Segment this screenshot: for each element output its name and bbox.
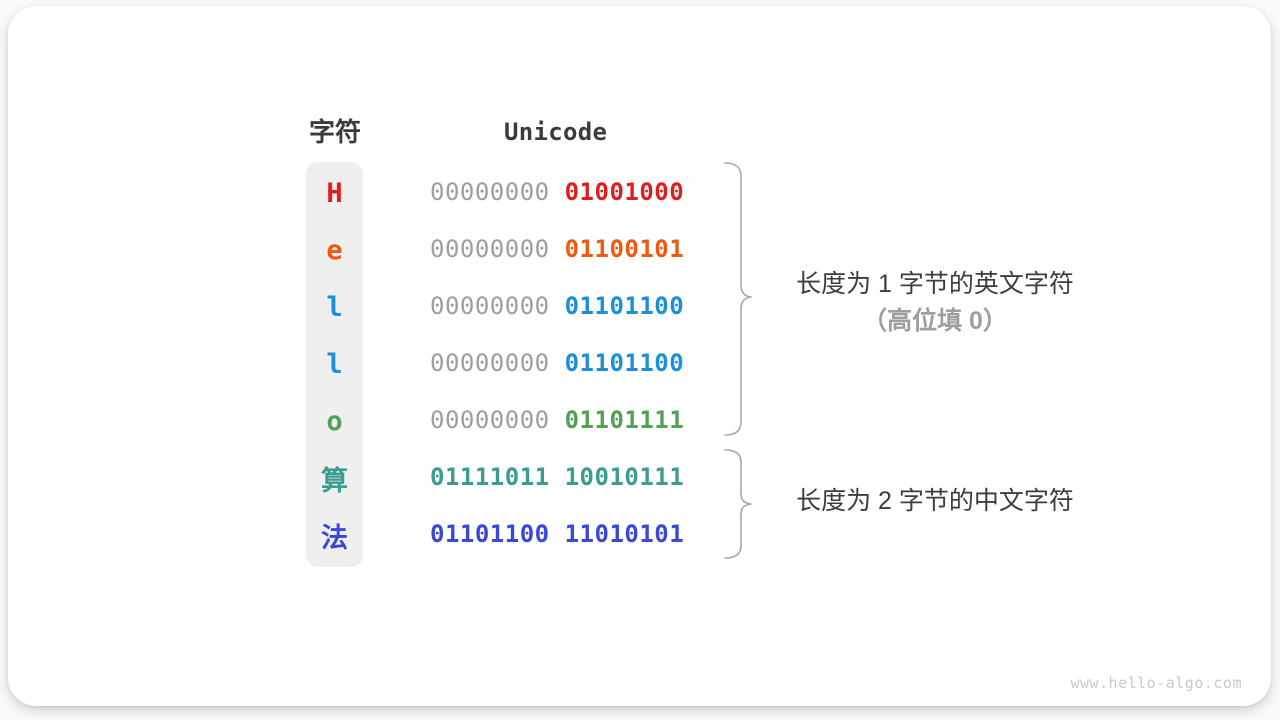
high-byte: 00000000: [430, 234, 550, 263]
brace-chinese-group: [724, 449, 752, 559]
binary-row-l2: 00000000 01101100: [430, 334, 684, 391]
high-byte: 00000000: [430, 348, 550, 377]
low-byte: 01001000: [564, 177, 685, 206]
binary-row-fa: 01101100 11010101: [430, 505, 684, 562]
brace-path: [724, 162, 752, 436]
watermark: www.hello-algo.com: [1070, 674, 1242, 692]
brace-english-group: [724, 162, 752, 436]
low-byte: 01101100: [564, 291, 685, 320]
high-byte: 00000000: [430, 291, 550, 320]
binary-row-h: 00000000 01001000: [430, 163, 684, 220]
annotation-chinese-line1: 长度为 2 字节的中文字符: [796, 487, 1074, 515]
unicode-column: 00000000 01001000 00000000 01100101 0000…: [430, 163, 684, 562]
annotation-english-line1: 长度为 1 字节的英文字符: [796, 270, 1074, 298]
low-byte: 01101111: [564, 405, 685, 434]
brace-path: [724, 449, 752, 559]
high-byte: 01101100: [430, 519, 550, 548]
char-cell-suan: 算: [321, 466, 348, 497]
char-cell-l1: l: [326, 292, 343, 323]
low-byte: 01101100: [564, 348, 685, 377]
high-byte: 00000000: [430, 177, 550, 206]
annotation-english-line2: （高位填 0）: [862, 307, 1008, 335]
char-cell-fa: 法: [321, 523, 348, 554]
char-cell-e: e: [326, 235, 343, 266]
char-cell-h: H: [326, 178, 343, 209]
character-column: H e l l o 算 法: [306, 162, 363, 567]
low-byte: 01100101: [564, 234, 685, 263]
binary-row-e: 00000000 01100101: [430, 220, 684, 277]
low-byte: 10010111: [564, 462, 685, 491]
column-header-char: 字符: [309, 117, 362, 147]
diagram-card: [8, 6, 1271, 706]
high-byte: 00000000: [430, 405, 550, 434]
annotation-english-chars: 长度为 1 字节的英文字符 （高位填 0）: [770, 266, 1100, 340]
binary-row-o: 00000000 01101111: [430, 391, 684, 448]
binary-row-l1: 00000000 01101100: [430, 277, 684, 334]
binary-row-suan: 01111011 10010111: [430, 448, 684, 505]
high-byte: 01111011: [430, 462, 550, 491]
column-header-unicode: Unicode: [504, 118, 608, 146]
low-byte: 11010101: [564, 519, 685, 548]
char-cell-l2: l: [326, 349, 343, 380]
char-cell-o: o: [326, 406, 343, 437]
annotation-chinese-chars: 长度为 2 字节的中文字符: [770, 483, 1100, 520]
